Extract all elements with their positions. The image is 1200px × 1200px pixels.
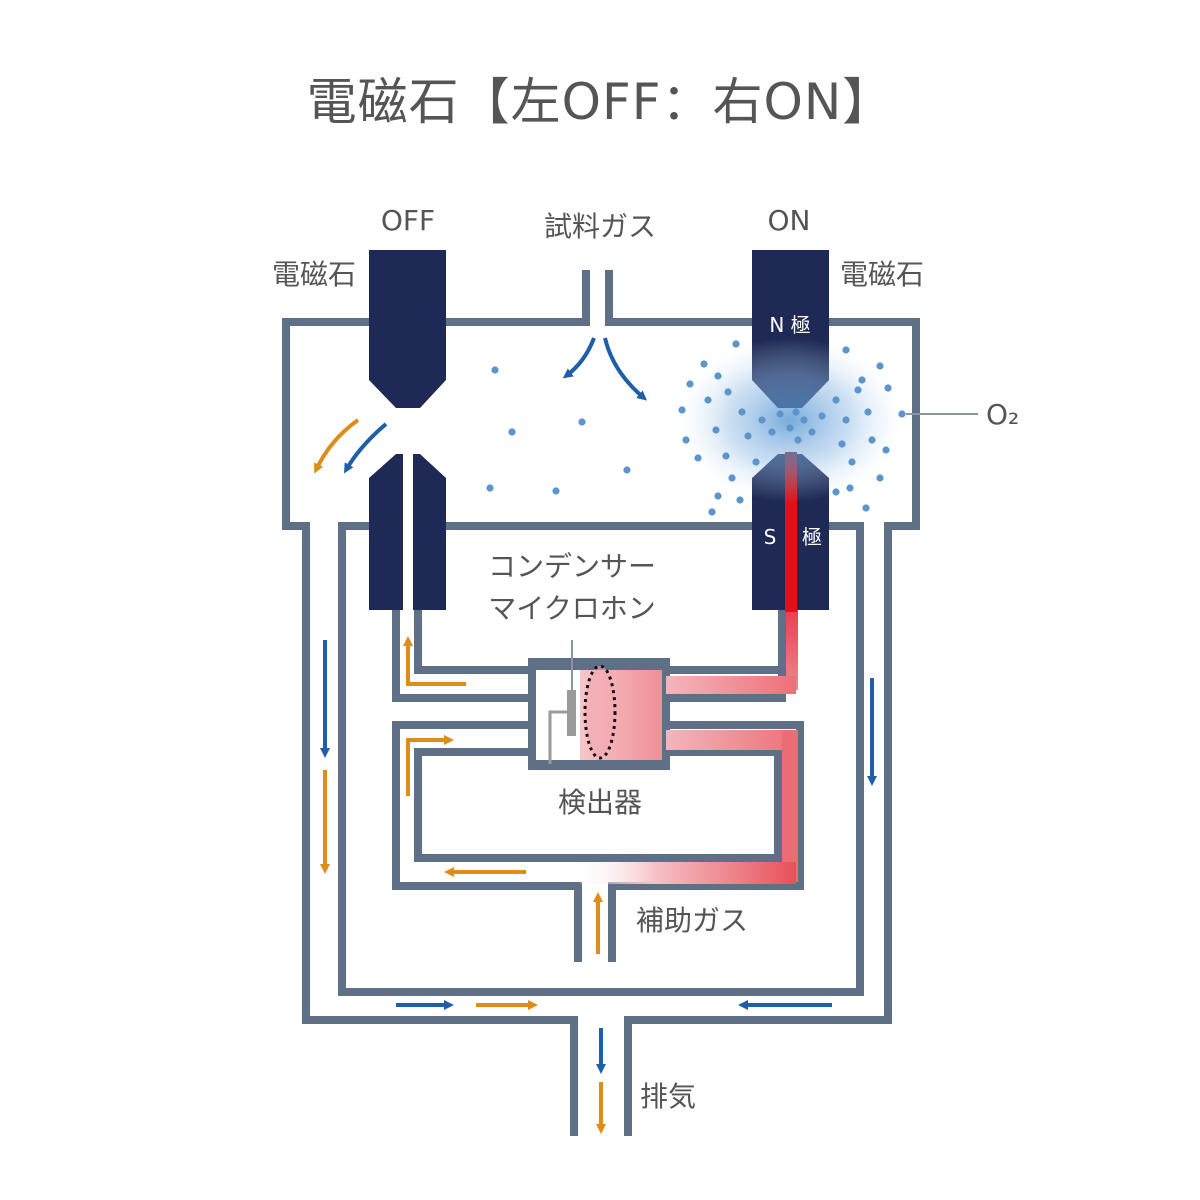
orange-flow-arrows — [314, 418, 606, 1134]
label-mic-line1: コンデンサー — [488, 550, 656, 583]
outer-wall — [282, 270, 590, 1136]
label-exhaust: 排気 — [640, 1080, 696, 1113]
detector-right — [608, 721, 804, 962]
oxygen-cloud — [678, 338, 902, 502]
flow-arrow — [603, 337, 648, 401]
label-oxygen: O₂ — [986, 398, 1019, 431]
label-sample-gas: 試料ガス — [544, 210, 656, 243]
page-title: 電磁石【左OFF：右ON】 — [306, 73, 894, 131]
flow-arrow — [403, 636, 466, 686]
label-mic-line2: マイクロホン — [488, 592, 655, 625]
oxygen-particles — [486, 340, 906, 516]
left-electromagnet — [369, 250, 446, 612]
condenser-microphone — [548, 640, 617, 764]
flow-arrow — [406, 735, 454, 796]
label-s-pole-kanji: 極 — [802, 525, 822, 549]
left-magnet-top — [369, 250, 446, 408]
label-off: OFF — [381, 204, 435, 237]
heated-gas-path — [580, 452, 798, 884]
label-magnet-right: 電磁石 — [840, 258, 924, 291]
label-n-pole: N 極 — [769, 313, 810, 337]
flow-arrow — [314, 418, 360, 474]
label-magnet-left: 電磁石 — [272, 258, 356, 291]
inner-wall — [338, 522, 864, 996]
label-s-pole: S — [764, 525, 777, 549]
outer-wall-right — [605, 270, 920, 1136]
detector-lower — [666, 610, 786, 702]
left-detector-pipe-inner — [392, 610, 582, 962]
label-aux-gas: 補助ガス — [636, 904, 748, 937]
label-detector: 検出器 — [558, 786, 642, 819]
label-on: ON — [768, 204, 811, 237]
flow-arrow — [343, 422, 388, 474]
flow-arrow — [562, 337, 596, 379]
blue-flow-arrows — [320, 337, 877, 1074]
